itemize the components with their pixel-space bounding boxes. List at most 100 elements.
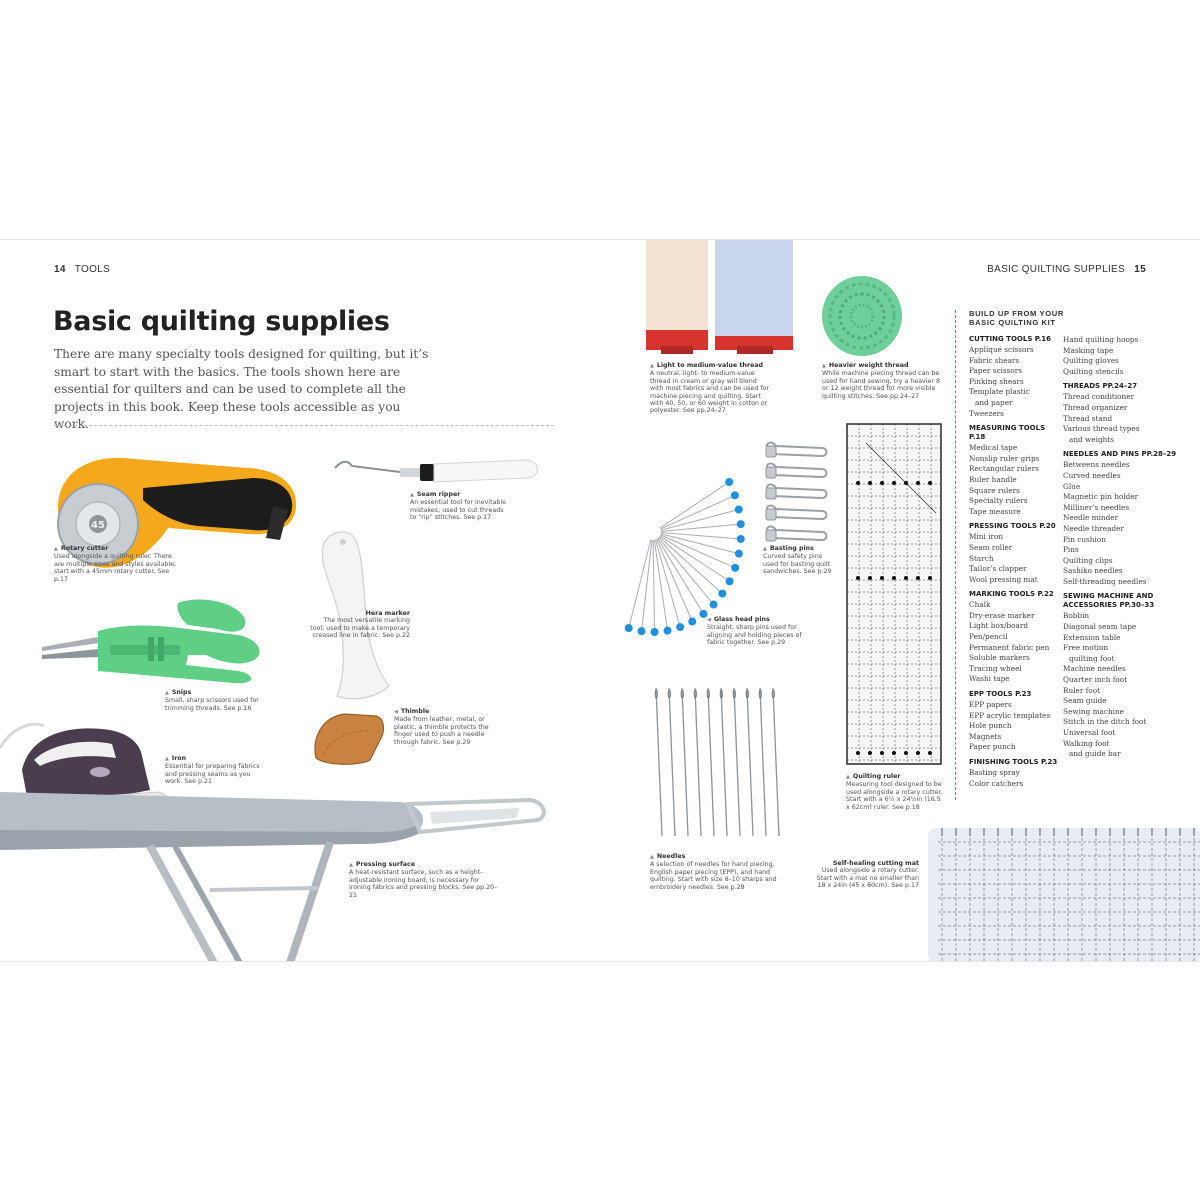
pin-head [734,549,743,558]
needle [772,687,780,837]
kit-list-item: Betweens needles [1063,460,1130,470]
safety-pin [766,504,828,521]
intro-paragraph: There are many specialty tools designed … [54,347,429,431]
kit-section-heading: THREADS PP.24–27 [1063,382,1138,391]
safety-pin-clasp [765,508,777,521]
pin-shaft [659,481,730,529]
needle [759,687,767,837]
kit-list-item: Quilting stencils [1063,366,1124,376]
iron-caption: ▲Iron Essential for preparing fabrics an… [165,755,260,786]
kit-list-item: and guide bar [1069,749,1121,759]
ruler-dot [892,481,896,485]
ruler-dot [904,576,908,580]
ruler-dot [904,751,908,755]
ruler-dot [868,576,872,580]
ruler-dot [880,481,884,485]
snips-caption: ▲Snips Small, sharp scissors used for tr… [165,689,259,712]
kit-list-item: Pen/pencil [969,632,1008,642]
kit-list-item: quilting foot [1069,653,1115,663]
needles-image [654,687,780,837]
ruler-dot [856,481,860,485]
kit-list-item: Starch [969,553,994,563]
safety-pin-clasp [765,487,777,500]
pin-head [699,609,708,618]
glass-pins-caption: ◀Glass head pins Straight, sharp pins us… [707,616,802,647]
kit-list-item: Medical tape [969,443,1018,453]
kit-list-item: Washi tape [969,674,1010,684]
ruler-dot [916,481,920,485]
kit-list-item: Tailor’s clapper [969,564,1027,574]
book-spread: 14 TOOLS Basic quilting supplies There a… [0,239,1200,962]
safety-pin-clasp [765,445,777,458]
safety-pin [766,441,828,458]
kit-list-item: Masking tape [1063,345,1114,355]
pin-head [731,563,740,572]
section-name: TOOLS [74,264,111,275]
pin-shaft [628,539,652,629]
needle-eye [732,689,736,699]
pin-head [718,589,727,598]
needle [655,687,663,837]
kit-list-item: Curved needles [1063,470,1121,480]
ruler-angle-line [865,442,937,514]
kit-list-item: Needle threader [1063,523,1124,533]
pin-shaft [658,536,723,594]
cutting-mat-caption: Self-healing cutting mat Used alongside … [816,860,919,890]
rotary-cutter-caption: ▲Rotary cutter Used alongside a quilting… [54,545,177,583]
kit-list-item: Quilting gloves [1063,356,1119,366]
needle-eye [771,689,775,699]
kit-section-heading: SEWING MACHINE AND ACCESSORIES PP.30–33 [1063,592,1155,610]
kit-section-heading: NEEDLES AND PINS PP.28–29 [1063,450,1177,459]
kit-list-item: EPP papers [969,700,1012,710]
kit-list-item: Machine needles [1063,664,1126,674]
page-number: 15 [1134,264,1146,275]
needle [733,687,741,837]
snips-image [42,599,260,684]
basting-pins-caption: ▲Basting pins Curved safety pins used fo… [763,545,832,576]
pin-shaft [653,539,669,631]
pin-head [709,600,718,609]
kit-list-item: Sashiko needles [1063,566,1123,576]
kit-list-item: Soluble markers [969,653,1030,663]
basting-pins-image [765,441,828,542]
kit-list-item: Stitch in the ditch foot [1063,717,1147,727]
needle-eye [719,689,723,699]
needle-eye [680,689,684,699]
pin-head [624,624,633,633]
pin-head [736,520,745,529]
seam-ripper-caption: ▲Seam ripper An essential tool for inevi… [410,491,507,522]
kit-list-item: Template plastic [969,387,1030,397]
pin-shaft [660,533,740,555]
ruler-body [846,423,942,765]
needle [694,687,702,837]
left-folio: 14 TOOLS [54,264,110,275]
kit-list-item: Thread conditioner [1063,392,1135,402]
kit-list-item: Chalk [969,600,991,610]
safety-pin [766,462,828,479]
kit-list-item: Dry-erase marker [969,610,1035,620]
ruler-dot [856,576,860,580]
page-number: 14 [54,264,66,275]
kit-list-item: Magnets [969,731,1002,741]
kit-list-item: Sewing machine [1063,706,1124,716]
ruler-dot [916,576,920,580]
kit-list-item: Paper scissors [969,366,1023,376]
pin-head [725,577,734,586]
safety-pin [766,525,828,542]
needle [707,687,715,837]
thimble-caption: ◀Thimble Made from leather, metal, or pl… [394,708,489,746]
kit-list-item: Seam roller [969,542,1013,552]
kit-list-item: Bobbin [1063,611,1090,621]
dashed-divider [54,425,554,426]
needle [720,687,728,837]
kit-section-heading: FINISHING TOOLS P.23 [969,758,1058,766]
needle-eye [654,689,658,699]
pin-shaft [659,535,730,582]
cutting-mat-image [928,828,1200,961]
pin-head [730,491,739,500]
pin-shaft [660,509,739,531]
kit-list-item: Glue [1063,481,1081,491]
hera-marker-image [321,531,390,700]
pin-shaft [641,539,653,632]
